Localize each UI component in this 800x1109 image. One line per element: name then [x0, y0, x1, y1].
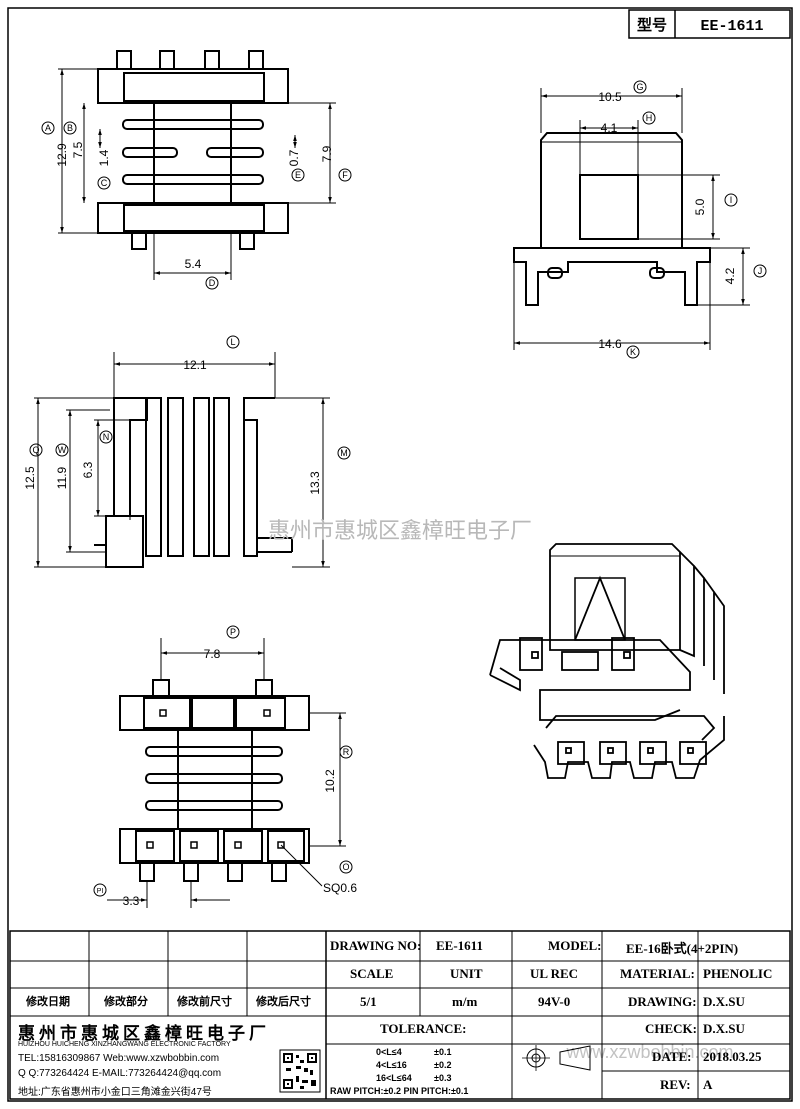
dim-l: 12.1	[183, 358, 207, 372]
drawing-no-value: EE-1611	[436, 938, 483, 953]
header-box: 型号 EE-1611	[628, 9, 791, 39]
rev-label: REV:	[660, 1077, 691, 1092]
marker-f: F	[342, 170, 348, 180]
dim-w: 11.9	[55, 466, 69, 489]
dim-r: 10.2	[323, 769, 337, 793]
marker-i: I	[730, 195, 733, 205]
marker-a: A	[45, 123, 51, 133]
material-label: MATERIAL:	[620, 966, 695, 981]
top-view	[97, 50, 289, 250]
material-value: PHENOLIC	[703, 966, 773, 981]
drawing-no-label: DRAWING NO:	[330, 938, 422, 953]
dim-m: 13.3	[308, 471, 322, 495]
dim-p: 7.8	[204, 647, 221, 661]
watermark-url: www.xzwbobbin.com	[565, 1042, 733, 1062]
date-value: 2018.03.25	[703, 1049, 762, 1064]
tolerance-value-2: ±0.2	[434, 1060, 452, 1070]
marker-o: O	[342, 862, 349, 872]
marker-k: K	[630, 347, 636, 357]
header-model-label: 型号	[637, 16, 667, 34]
marker-h: H	[646, 113, 653, 123]
marker-j: J	[758, 266, 763, 276]
tolerance-label: TOLERANCE:	[380, 1021, 467, 1036]
rev-header-before: 修改前尺寸	[177, 996, 232, 1008]
dim-j: 4.2	[723, 267, 737, 284]
company-name-en: HUIZHOU HUICHENG XINZHANGWANG ELECTRONIC…	[18, 1041, 231, 1048]
marker-r: R	[343, 747, 350, 757]
dim-a: 12.9	[55, 143, 69, 167]
bottom-view	[119, 679, 310, 882]
top-view-dims	[58, 68, 336, 280]
dim-o: SQ0.6	[323, 881, 357, 895]
dim-k: 14.6	[598, 337, 622, 351]
tolerance-range-2: 4<L≤16	[376, 1060, 407, 1070]
side-view	[94, 397, 293, 568]
marker-l: L	[230, 337, 235, 347]
dim-i: 5.0	[693, 198, 707, 215]
dim-q: 12.5	[23, 466, 37, 490]
pitch-note: RAW PITCH:±0.2 PIN PITCH:±0.1	[330, 1086, 469, 1096]
marker-n: N	[103, 432, 110, 442]
unit-value: m/m	[452, 994, 478, 1009]
markers-view1	[41, 121, 352, 290]
marker-w: W	[58, 445, 67, 455]
tolerance-value-1: ±0.1	[434, 1047, 452, 1057]
tolerance-range-1: 0<L≤4	[376, 1047, 402, 1057]
scale-value: 5/1	[360, 994, 377, 1009]
ul-value: 94V-0	[538, 994, 571, 1009]
header-model-value: EE-1611	[700, 18, 763, 35]
rev-header-part: 修改部分	[104, 996, 148, 1008]
front-view	[513, 132, 711, 306]
rev-value: A	[703, 1077, 713, 1092]
model-label: MODEL:	[548, 938, 602, 953]
dim-c: 1.4	[97, 149, 111, 166]
dim-h: 4.1	[601, 121, 618, 135]
title-block	[9, 930, 791, 1100]
check-value: D.X.SU	[703, 1021, 745, 1036]
dim-d: 5.4	[185, 257, 202, 271]
model-value: EE-16卧式(4+2PIN)	[626, 941, 739, 956]
marker-q: Q	[32, 445, 39, 455]
dim-f: 7.9	[320, 145, 334, 162]
company-qq: Q Q:773264424 E-MAIL:773264424@qq.com	[18, 1068, 222, 1079]
marker-b: B	[67, 123, 73, 133]
marker-d: D	[209, 278, 216, 288]
bottom-view-dims	[93, 625, 353, 908]
dim-g: 10.5	[598, 90, 622, 104]
dim-b: 7.5	[71, 141, 85, 158]
scale-label: SCALE	[350, 966, 394, 981]
unit-label: UNIT	[450, 966, 483, 981]
drawing-value: D.X.SU	[703, 994, 745, 1009]
dim-pi: 3.3	[123, 894, 140, 908]
marker-c: C	[101, 178, 108, 188]
watermark: 惠州市惠城区鑫樟旺电子厂	[268, 518, 532, 543]
dim-n: 6.3	[81, 461, 95, 478]
dim-e: 0.7	[287, 149, 301, 166]
marker-m: M	[340, 448, 348, 458]
front-view-dims	[513, 80, 767, 359]
tolerance-range-3: 16<L≤64	[376, 1073, 412, 1083]
tolerance-value-3: ±0.3	[434, 1073, 452, 1083]
marker-g: G	[636, 82, 643, 92]
marker-p: P	[230, 627, 236, 637]
ul-label: UL REC	[530, 966, 579, 981]
isometric-view	[489, 543, 725, 779]
marker-pi: PI	[97, 888, 104, 895]
drawing-label: DRAWING:	[628, 994, 697, 1009]
company-name-cn: 惠州市惠城区鑫樟旺电子厂	[18, 1024, 270, 1043]
side-view-dims	[29, 335, 351, 568]
date-label: DATE:	[652, 1049, 692, 1064]
rev-header-after: 修改后尺寸	[256, 996, 311, 1008]
qr-code	[279, 1049, 321, 1093]
check-label: CHECK:	[645, 1021, 697, 1036]
rev-header-date: 修改日期	[26, 996, 70, 1008]
marker-e: E	[295, 170, 301, 180]
company-tel: TEL:15816309867 Web:www.xzwbobbin.com	[18, 1053, 220, 1064]
company-address: 地址:广东省惠州市小金口三角滩金兴街47号	[18, 1087, 212, 1098]
